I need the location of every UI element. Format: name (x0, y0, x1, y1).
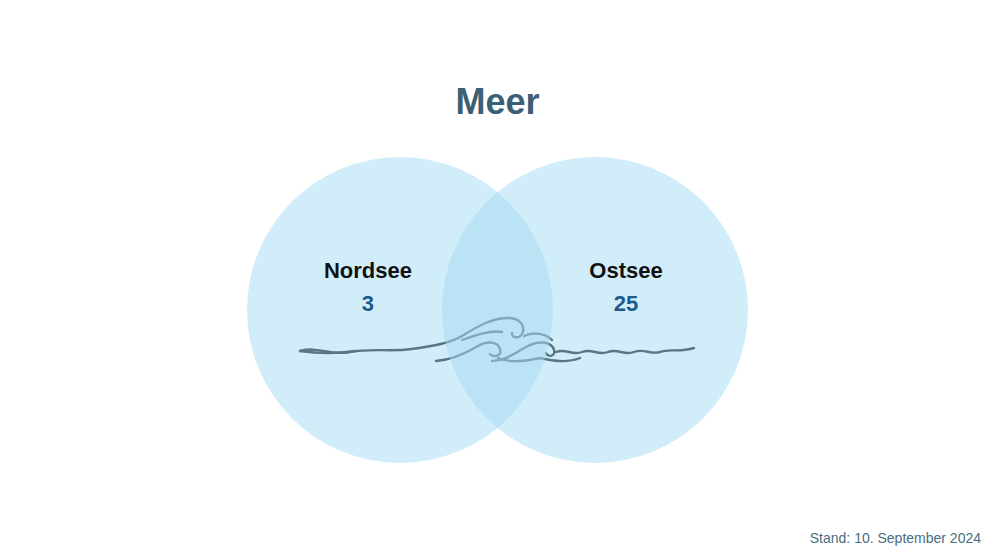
venn-circle: Ostsee 25 (442, 157, 748, 463)
date-note: Stand: 10. September 2024 (810, 529, 981, 547)
sea-name: Nordsee (324, 257, 412, 285)
sea-count: 25 (589, 290, 662, 318)
circle-texts: Nordsee 3 (324, 257, 412, 318)
sea-name: Ostsee (589, 257, 662, 285)
diagram-title: Meer (0, 80, 995, 124)
circle-outline (442, 157, 748, 463)
circle-texts: Ostsee 25 (589, 257, 662, 318)
circle-fill (442, 157, 748, 463)
sea-count: 3 (324, 290, 412, 318)
